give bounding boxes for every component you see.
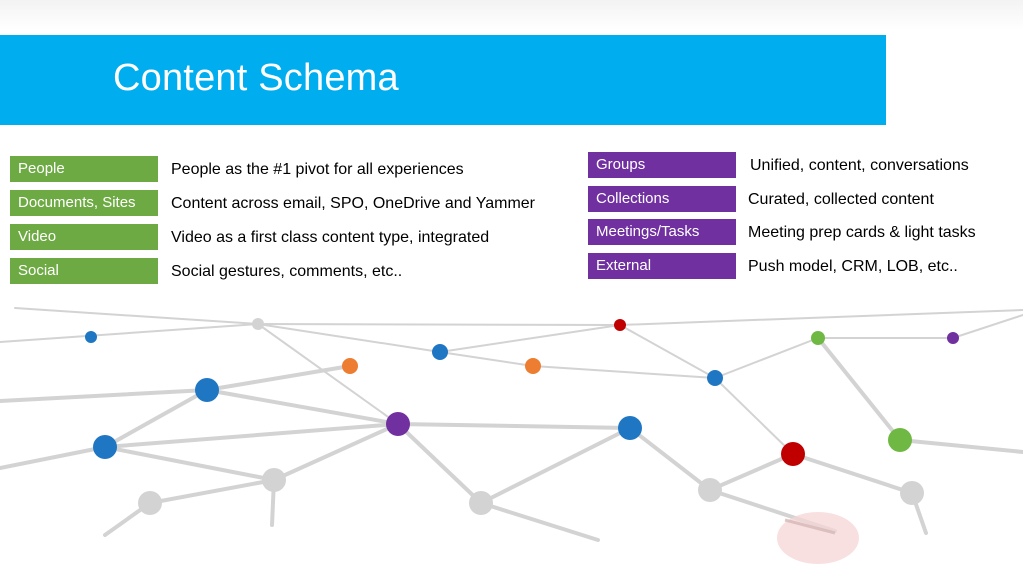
network-node-blue <box>85 331 97 343</box>
network-edge <box>205 364 352 392</box>
tag-people: People <box>10 156 158 182</box>
network-node-green <box>811 331 825 345</box>
network-edge <box>714 337 819 379</box>
list-item-video: Video Video as a first class content typ… <box>10 224 570 250</box>
network-edge <box>708 452 795 492</box>
network-graph <box>0 307 1023 564</box>
network-edge <box>257 323 621 326</box>
network-edge <box>791 452 914 495</box>
network-edge <box>714 377 794 455</box>
network-node-gray <box>252 318 264 330</box>
network-node-gray <box>262 468 286 492</box>
network-edge <box>396 422 483 505</box>
network-node-blue <box>432 344 448 360</box>
network-node-blue <box>618 416 642 440</box>
network-edge <box>479 501 600 542</box>
network-node-purple <box>947 332 959 344</box>
tag-collections: Collections <box>588 186 736 212</box>
description-documents-sites: Content across email, SPO, OneDrive and … <box>171 195 535 212</box>
network-edge <box>272 422 400 482</box>
title-bar: Content Schema <box>0 35 886 125</box>
tag-video: Video <box>10 224 158 250</box>
network-node-blue <box>195 378 219 402</box>
network-node-green <box>888 428 912 452</box>
network-edge <box>0 388 209 403</box>
network-node-gray <box>469 491 493 515</box>
list-item-documents-sites: Documents, Sites Content across email, S… <box>10 190 570 216</box>
tag-meetings-tasks: Meetings/Tasks <box>588 219 736 245</box>
list-item-collections: Collections Curated, collected content <box>588 186 1018 212</box>
tag-groups: Groups <box>588 152 736 178</box>
description-social: Social gestures, comments, etc.. <box>171 263 403 280</box>
network-edge <box>439 324 621 353</box>
network-edge <box>257 323 441 353</box>
description-people: People as the #1 pivot for all experienc… <box>171 161 464 178</box>
network-node-gray <box>698 478 722 502</box>
network-edge <box>14 307 259 325</box>
network-node-red <box>781 442 805 466</box>
tag-external: External <box>588 253 736 279</box>
network-edge <box>898 438 1023 454</box>
network-node-orange <box>342 358 358 374</box>
network-node-orange <box>525 358 541 374</box>
highlight-glow <box>777 512 859 564</box>
network-edge <box>479 426 632 505</box>
description-external: Push model, CRM, LOB, etc.. <box>748 258 958 275</box>
network-node-blue <box>93 435 117 459</box>
list-item-external: External Push model, CRM, LOB, etc.. <box>588 253 1018 279</box>
network-node-gray <box>138 491 162 515</box>
network-edge <box>103 388 209 449</box>
network-edge <box>0 445 107 470</box>
network-edge <box>628 426 712 492</box>
network-edge <box>532 365 716 379</box>
list-item-groups: Groups Unified, content, conversations <box>588 152 1018 178</box>
network-edge <box>396 422 632 430</box>
network-edge <box>816 336 902 442</box>
tag-documents-sites: Documents, Sites <box>10 190 158 216</box>
network-edge <box>148 478 276 505</box>
network-node-blue <box>707 370 723 386</box>
network-edge <box>619 309 1023 326</box>
network-edge <box>619 324 716 379</box>
description-meetings-tasks: Meeting prep cards & light tasks <box>748 224 976 241</box>
description-collections: Curated, collected content <box>748 191 934 208</box>
tag-social: Social <box>10 258 158 284</box>
slide-title: Content Schema <box>113 57 399 99</box>
network-edge <box>0 323 259 343</box>
network-edge <box>205 388 400 426</box>
network-edge <box>103 445 276 482</box>
network-node-gray <box>900 481 924 505</box>
list-item-social: Social Social gestures, comments, etc.. <box>10 258 570 284</box>
network-edge <box>103 422 400 449</box>
network-node-purple <box>386 412 410 436</box>
network-edge <box>439 351 534 367</box>
description-groups: Unified, content, conversations <box>750 157 969 174</box>
network-node-red <box>614 319 626 331</box>
description-video: Video as a first class content type, int… <box>171 229 490 246</box>
list-item-meetings-tasks: Meetings/Tasks Meeting prep cards & ligh… <box>588 219 1018 245</box>
network-edge <box>257 323 399 425</box>
network-edge <box>952 314 1023 339</box>
list-item-people: People People as the #1 pivot for all ex… <box>10 156 570 182</box>
